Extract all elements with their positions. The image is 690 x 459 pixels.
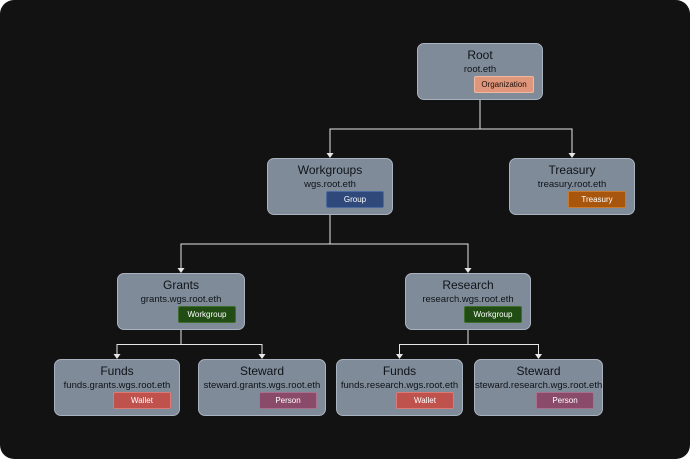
node-root[interactable]: Root root.eth Organization: [417, 43, 543, 100]
arrowhead-research: [464, 268, 472, 273]
connector-workgroups-grants: [180, 215, 331, 269]
badge-treasury: Treasury: [568, 191, 626, 208]
node-subtitle: funds.research.wgs.root.eth: [340, 380, 459, 391]
badge-person: Person: [536, 392, 594, 409]
node-treasury[interactable]: Treasury treasury.root.eth Treasury: [509, 158, 635, 215]
badge-organization: Organization: [474, 76, 534, 93]
connector-grants-grants_steward: [180, 330, 263, 355]
node-research-steward[interactable]: Steward steward.research.wgs.root.eth Pe…: [474, 359, 603, 416]
arrowhead-treasury: [568, 153, 576, 158]
node-subtitle: steward.research.wgs.root.eth: [475, 380, 603, 391]
badge-wallet: Wallet: [113, 392, 171, 409]
node-subtitle: funds.grants.wgs.root.eth: [63, 380, 171, 391]
connector-grants-grants_funds: [116, 330, 182, 355]
node-title: Treasury: [548, 163, 596, 177]
arrowhead-grants: [177, 268, 185, 273]
node-grants-funds[interactable]: Funds funds.grants.wgs.root.eth Wallet: [54, 359, 180, 416]
badge-group: Group: [326, 191, 384, 208]
node-subtitle: treasury.root.eth: [537, 179, 607, 190]
node-subtitle: wgs.root.eth: [304, 179, 356, 190]
arrowhead-research_funds: [396, 354, 403, 359]
node-title: Funds: [382, 364, 417, 378]
node-subtitle: research.wgs.root.eth: [422, 294, 514, 305]
arrowhead-grants_steward: [258, 354, 266, 359]
node-title: Funds: [100, 364, 134, 378]
node-title: Root: [467, 48, 493, 62]
connector-root-workgroups: [329, 100, 481, 154]
node-subtitle: grants.wgs.root.eth: [140, 294, 222, 305]
node-title: Workgroups: [297, 163, 363, 177]
arrowhead-research_steward: [535, 354, 542, 359]
node-title: Grants: [162, 278, 199, 292]
arrowhead-grants_funds: [113, 354, 121, 359]
badge-workgroup: Workgroup: [464, 306, 522, 323]
connector-root-treasury: [479, 100, 573, 154]
node-title: Steward: [239, 364, 285, 378]
node-research[interactable]: Research research.wgs.root.eth Workgroup: [405, 273, 531, 330]
node-title: Research: [442, 278, 494, 292]
node-research-funds[interactable]: Funds funds.research.wgs.root.eth Wallet: [336, 359, 463, 416]
node-title: Steward: [516, 364, 561, 378]
connector-research-research_steward: [467, 330, 539, 355]
node-workgroups[interactable]: Workgroups wgs.root.eth Group: [267, 158, 393, 215]
node-grants[interactable]: Grants grants.wgs.root.eth Workgroup: [117, 273, 245, 330]
node-subtitle: steward.grants.wgs.root.eth: [203, 380, 321, 391]
badge-person: Person: [259, 392, 317, 409]
connector-workgroups-research: [329, 215, 469, 269]
connector-research-research_funds: [399, 330, 469, 355]
node-grants-steward[interactable]: Steward steward.grants.wgs.root.eth Pers…: [198, 359, 326, 416]
badge-wallet: Wallet: [396, 392, 454, 409]
badge-workgroup: Workgroup: [178, 306, 236, 323]
node-subtitle: root.eth: [463, 64, 497, 75]
arrowhead-workgroups: [326, 153, 334, 158]
